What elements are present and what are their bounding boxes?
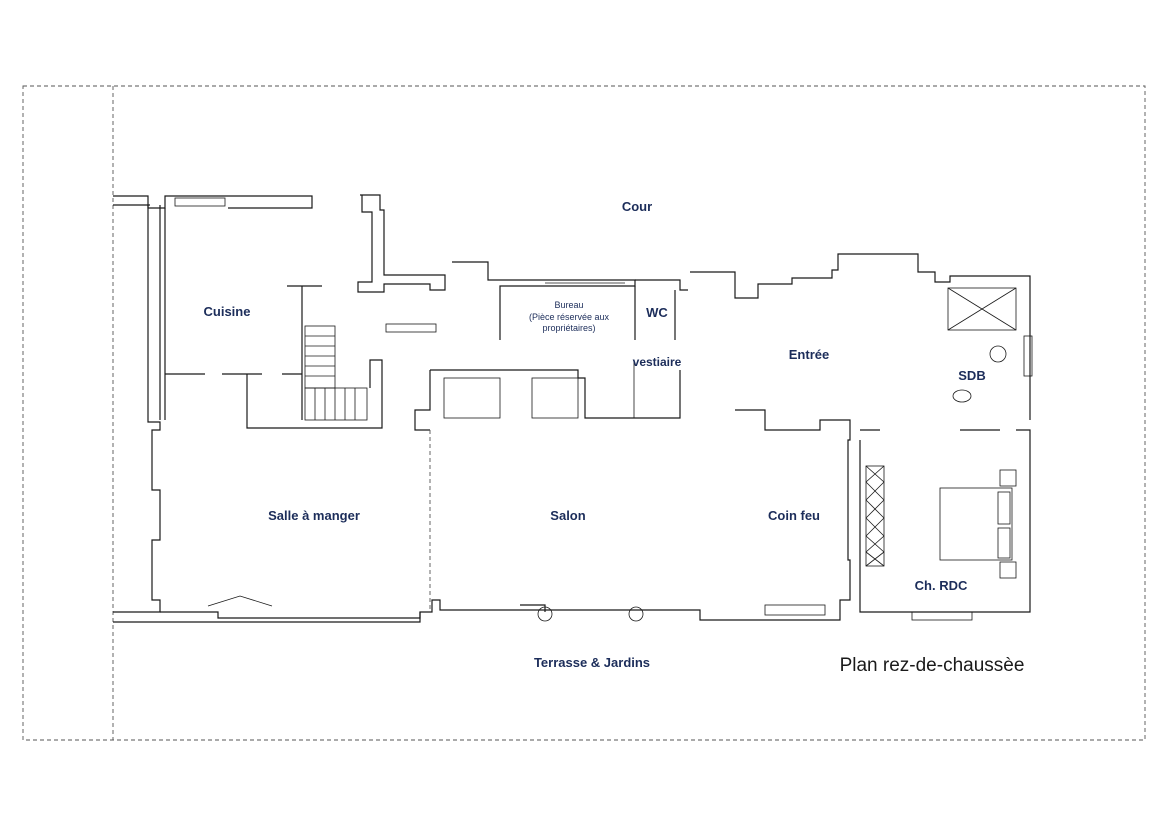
label-bureau-line2: (Pièce réservée aux: [529, 312, 610, 322]
label-entree: Entrée: [789, 347, 829, 362]
label-sdb: SDB: [958, 368, 985, 383]
label-ch-rdc: Ch. RDC: [915, 578, 968, 593]
site-boundary: [22, 85, 1146, 741]
label-cuisine: Cuisine: [204, 304, 251, 319]
label-salon: Salon: [550, 508, 585, 523]
plan-title: Plan rez-de-chaussèe: [840, 655, 1025, 676]
label-wc: WC: [646, 305, 668, 320]
exterior-walls: [113, 194, 1033, 623]
label-terrasse-jardins: Terrasse & Jardins: [534, 655, 650, 670]
label-bureau-line1: Bureau: [554, 300, 583, 310]
room-labels: Cour Cuisine Bureau (Pièce réservée aux …: [204, 199, 986, 670]
label-bureau-line3: propriétaires): [542, 323, 595, 333]
label-cour: Cour: [622, 199, 652, 214]
label-coin-feu: Coin feu: [768, 508, 820, 523]
label-salle-a-manger: Salle à manger: [268, 508, 360, 523]
label-vestiaire: vestiaire: [633, 355, 682, 369]
